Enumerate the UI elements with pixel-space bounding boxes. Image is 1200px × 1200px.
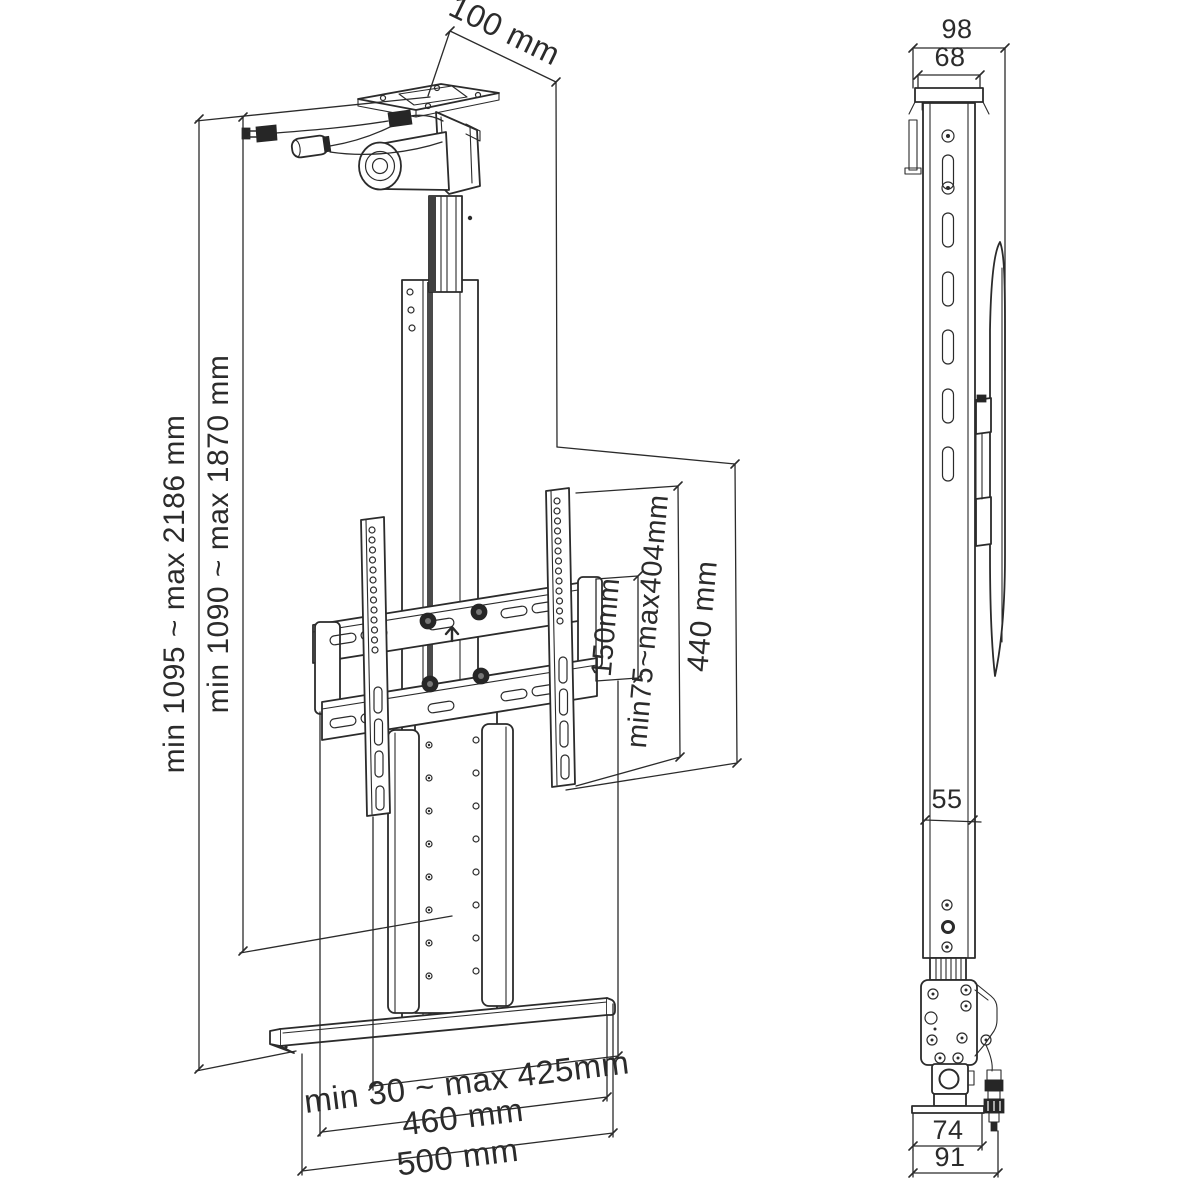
dim-total-height: min 1095 ~ max 2186 mm xyxy=(158,96,431,1074)
front-view: 100 mm min 1095 ~ max 2186 mm min 1090 ~… xyxy=(158,0,742,1182)
dim-foot-depth: 74 xyxy=(908,1112,987,1151)
dim-label-bracket-height: 440 mm xyxy=(681,559,724,673)
dim-label-foot-depth: 74 xyxy=(932,1115,963,1145)
mount-plate xyxy=(387,691,514,1014)
base-bar xyxy=(269,997,616,1054)
cable-to-plug xyxy=(275,120,389,134)
side-hook-rod xyxy=(908,119,918,171)
side-motor-unit xyxy=(911,957,1005,1132)
mount-wing-right xyxy=(481,723,514,1007)
side-clevis xyxy=(931,1063,969,1095)
dim-foot-total-depth: 91 xyxy=(908,1130,1003,1178)
side-cable-connector xyxy=(983,1069,1005,1132)
lift-motor xyxy=(358,111,481,221)
dc-connector-icon xyxy=(290,134,332,159)
dim-plate-depth: 68 xyxy=(913,42,985,89)
cable-to-connector xyxy=(329,125,393,147)
dim-label-total-depth: 98 xyxy=(941,14,972,44)
mount-bolts xyxy=(419,603,490,693)
gearbox-screws xyxy=(926,984,972,1064)
dim-label-column-depth: 55 xyxy=(931,784,962,814)
inner-column xyxy=(428,195,463,293)
motor-cables xyxy=(241,109,444,159)
side-neck xyxy=(933,1093,967,1107)
side-view: 98 68 55 74 xyxy=(904,14,1010,1178)
vesa-rail-left xyxy=(360,516,391,817)
dim-label-vesa-range: min75~max404mm xyxy=(621,493,675,749)
base-flange-left xyxy=(269,1028,295,1054)
side-bracket xyxy=(974,982,998,1057)
dim-total-depth: 98 xyxy=(908,14,1010,371)
side-cable xyxy=(985,1044,993,1072)
dim-label-column-height: min 1090 ~ max 1870 mm xyxy=(202,355,235,714)
side-panel-hooks xyxy=(975,394,992,547)
side-tv-panel xyxy=(975,241,1006,677)
top-plate xyxy=(357,83,500,118)
dim-label-total-height: min 1095 ~ max 2186 mm xyxy=(158,415,191,774)
column-channel-strip xyxy=(427,282,433,690)
side-column-slots xyxy=(941,154,955,482)
dim-label-plate-depth: 68 xyxy=(934,42,965,72)
up-arrow-icon xyxy=(444,625,460,643)
dim-column-depth: 55 xyxy=(920,784,982,825)
power-plug-icon xyxy=(241,124,278,143)
dim-column-height: min 1090 ~ max 1870 mm xyxy=(202,112,453,956)
side-column xyxy=(922,102,976,959)
vesa-rail-right xyxy=(545,487,576,788)
side-foot-plate xyxy=(911,1105,985,1114)
mount-wing-left xyxy=(387,729,420,1014)
cable-splitter xyxy=(387,109,413,128)
dim-label-foot-total-depth: 91 xyxy=(934,1142,965,1172)
plate-hole-column-right xyxy=(472,703,480,975)
